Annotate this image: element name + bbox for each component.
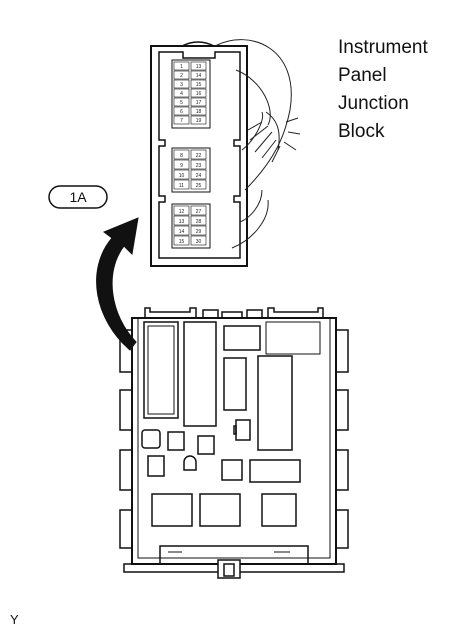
pin-cell: [173, 88, 190, 98]
callout-label: Instrument Panel Junction Block: [338, 37, 428, 142]
pin-cell: [190, 79, 207, 89]
fuse-column: [183, 321, 217, 427]
pin-cell: [190, 61, 207, 71]
pin-cell: [190, 179, 207, 190]
pin-cell: [190, 205, 207, 216]
pin-number: 30: [196, 239, 202, 245]
connector-port-1: [235, 419, 251, 441]
pin-number: 18: [196, 109, 202, 115]
insert-arrow: [96, 217, 139, 351]
junction-block-body: [119, 307, 349, 579]
pin-cell: [190, 149, 207, 160]
pin-number: 27: [196, 209, 202, 215]
pin-cell: [173, 149, 190, 160]
pin-number: 5: [180, 100, 183, 106]
block-2: [199, 493, 241, 527]
block-3: [261, 493, 297, 527]
pin-frame-1: [171, 59, 211, 129]
pin-number: 4: [180, 91, 183, 97]
pin-cell: [190, 215, 207, 226]
pin-number: 24: [196, 173, 202, 179]
callout-line-1: Instrument: [338, 37, 428, 58]
pin-number: 1: [180, 64, 183, 70]
pin-number: 14: [196, 73, 202, 79]
connector-inner-outline: [158, 51, 241, 259]
pin-number: 17: [196, 100, 202, 106]
pin-cell: [173, 106, 190, 116]
pin-number: 22: [196, 153, 202, 159]
pin-cell: [173, 225, 190, 236]
connector-latch: [181, 41, 215, 47]
pin-cell: [190, 235, 207, 246]
socket-2: [167, 431, 185, 451]
pin-group-3: 12 27 13 28 14 29 15 30: [173, 205, 207, 246]
pin-number: 2: [180, 73, 183, 79]
pin-group-1: 1 13 2 14 3 15 4 16 5 17 6 18 7 19: [173, 61, 207, 125]
pin-number: 13: [196, 64, 202, 70]
pin-cell: [173, 79, 190, 89]
pin-cell: [190, 97, 207, 107]
pin-cell: [190, 88, 207, 98]
pin-cell: [190, 115, 207, 125]
pin-number: 6: [180, 109, 183, 115]
socket-4: [147, 455, 165, 477]
pin-number: 15: [179, 239, 185, 245]
pin-number: 25: [196, 183, 202, 189]
pin-number: 28: [196, 219, 202, 225]
pin-number: 19: [196, 118, 202, 124]
pin-number: 8: [180, 153, 183, 159]
socket-5: [183, 455, 197, 471]
relay-small-1: [223, 325, 261, 351]
junction-block-components: [141, 321, 321, 553]
callout-line-3: Junction: [338, 93, 409, 114]
pin-cell: [173, 159, 190, 170]
pin-number: 29: [196, 229, 202, 235]
relay-slot-large: [143, 321, 179, 419]
figure-code: Y: [10, 612, 19, 627]
socket-3: [197, 435, 215, 455]
fuse-slot-1: [223, 357, 247, 411]
pin-number: 15: [196, 82, 202, 88]
connector-code-text: 1A: [69, 189, 87, 205]
block-1: [151, 493, 193, 527]
pin-cell: [173, 235, 190, 246]
pin-group-2: 8 22 9 23 10 24 11 25: [173, 149, 207, 190]
pin-cell: [173, 115, 190, 125]
wire-harness: [214, 39, 301, 249]
pin-number: 7: [180, 118, 183, 124]
pin-cell: [190, 70, 207, 80]
fuse-slot-tall: [257, 355, 293, 451]
pin-cell: [173, 205, 190, 216]
pin-cell: [173, 179, 190, 190]
pin-cell: [190, 106, 207, 116]
pin-cell: [173, 97, 190, 107]
pin-frame-2: [171, 147, 211, 193]
connector-code-badge: 1A: [48, 185, 108, 209]
pin-cell: [173, 215, 190, 226]
pin-number: 14: [179, 229, 185, 235]
pin-number: 3: [180, 82, 183, 88]
pin-frame-3: [171, 203, 211, 249]
pin-number: 11: [179, 183, 184, 189]
pin-number: 13: [179, 219, 185, 225]
pin-cell: [190, 159, 207, 170]
relay-small-2: [265, 321, 321, 355]
pin-number: 12: [179, 209, 185, 215]
callout-line-2: Panel: [338, 65, 387, 86]
pin-cell: [173, 70, 190, 80]
fuse-row: [249, 459, 301, 483]
pin-number: 9: [180, 163, 183, 169]
pin-cell: [173, 169, 190, 180]
pin-number: 16: [196, 91, 202, 97]
connector-view: 1 13 2 14 3 15 4 16 5 17 6 18 7 19 8 22 9 23 10 24 11 25 12 2…: [150, 41, 248, 267]
pin-cell: [190, 225, 207, 236]
pin-number: 10: [179, 173, 185, 179]
socket-1: [141, 429, 161, 449]
pin-number: 23: [196, 163, 202, 169]
pin-cell: [173, 61, 190, 71]
callout-line-4: Block: [338, 121, 385, 142]
socket-6: [221, 459, 243, 481]
pin-cell: [190, 169, 207, 180]
